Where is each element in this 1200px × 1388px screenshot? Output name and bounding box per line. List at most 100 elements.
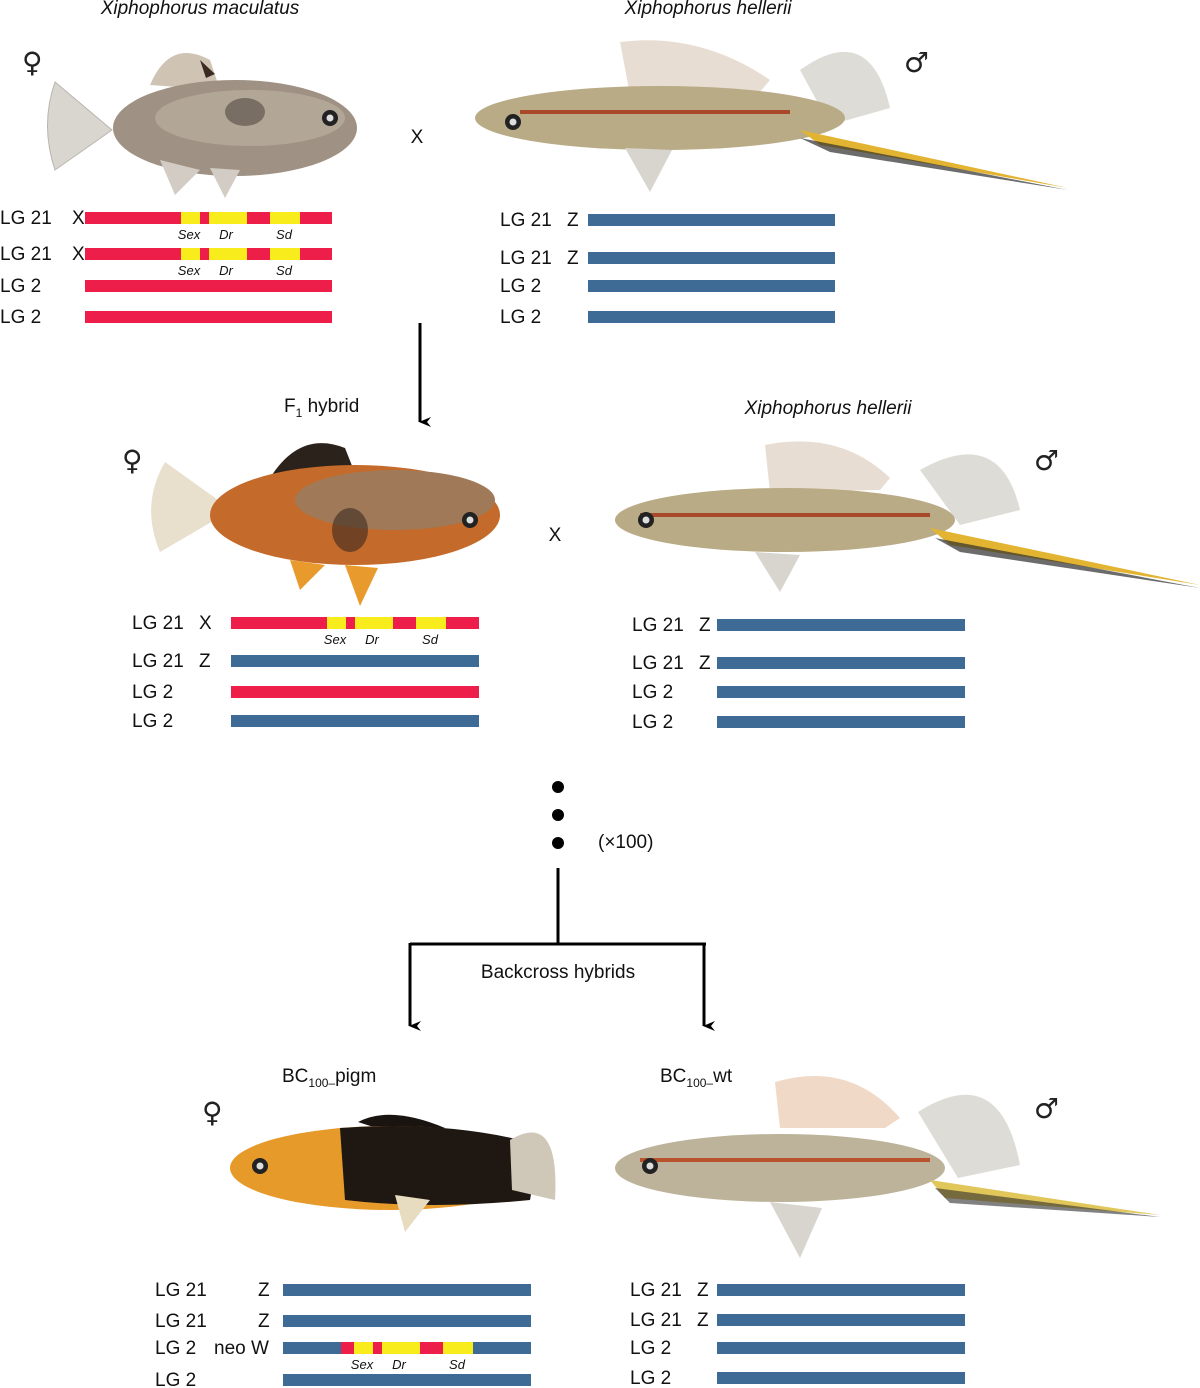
f1-title: F1 hybrid: [284, 396, 359, 420]
chromosome-bar: [717, 657, 965, 669]
chromosome-bar: [717, 619, 965, 631]
swordtail-icon: [475, 40, 1068, 192]
sex-locus-segment: [443, 1342, 473, 1354]
chromosome-label: LG 21: [630, 1280, 682, 1301]
gene-label: Sex: [324, 632, 347, 647]
chromosome-label: LG 2: [132, 682, 173, 703]
chromosome-row: LG 2: [155, 1370, 531, 1388]
chromosome-label: LG 21: [500, 210, 552, 231]
chromosome-row: LG 2: [630, 1338, 965, 1359]
sex-locus-segment: [354, 1342, 373, 1354]
chromosome-label: LG 21: [155, 1280, 207, 1301]
chromosome-bar: [588, 280, 835, 292]
chromosome-bar: [283, 1374, 531, 1386]
swordtail-icon: [615, 1075, 1160, 1258]
chromosome-bar: [717, 1284, 965, 1296]
chromosome-label: LG 21: [632, 615, 684, 636]
chromosome-label: LG 21: [132, 613, 184, 634]
gene-label: Sex: [178, 263, 201, 278]
chromosome-bar: [231, 715, 479, 727]
gene-label: Sd: [422, 632, 439, 647]
hybrid-platyfish-icon: [151, 443, 500, 606]
species-title-hellerii-p: Xiphophorus hellerii: [624, 0, 793, 19]
gene-label: Sd: [276, 263, 293, 278]
sex-locus-segment: [270, 212, 300, 224]
male-symbol: ♂: [1034, 1092, 1059, 1125]
chromosome-label: LG 2: [0, 307, 41, 328]
species-title-maculatus: Xiphophorus maculatus: [100, 0, 300, 19]
chromosome-label: LG 2: [630, 1368, 671, 1388]
sex-locus-segment: [270, 248, 300, 260]
chromosome-row: LG 21 Z: [630, 1280, 965, 1301]
chromosome-label: LG 2: [155, 1370, 196, 1388]
cross-symbol-p: X: [411, 127, 424, 148]
sex-locus-segment: [416, 617, 446, 629]
chromosome-label: LG 21: [0, 208, 52, 229]
sex-locus-segment: [181, 248, 200, 260]
platyfish-icon: [47, 52, 357, 198]
chromosome-label: LG 2: [500, 307, 541, 328]
repeat-dot: [552, 837, 564, 849]
chromosome-label: LG 21: [632, 653, 684, 674]
chromosome-row: LG 21 Z: [500, 210, 835, 231]
chromosome-bar: [717, 686, 965, 698]
sex-chromosome-label: Z: [697, 1310, 709, 1331]
sex-chromosome-label: neo W: [214, 1338, 269, 1359]
chromosome-label: LG 2: [630, 1338, 671, 1359]
swordtail-icon: [615, 441, 1200, 592]
sex-chromosome-label: Z: [567, 210, 579, 231]
chromosome-row: LG 2: [0, 276, 332, 297]
chromosome-label: LG 21: [132, 651, 184, 672]
chromosome-label: LG 2: [132, 711, 173, 732]
bc-pigm-title: BC100–pigm: [282, 1066, 376, 1090]
chromosome-label: LG 21: [630, 1310, 682, 1331]
gene-label: Dr: [219, 263, 233, 278]
chromosome-row: LG 2: [500, 307, 835, 328]
repeat-dot: [552, 781, 564, 793]
chromosome-row: LG 2: [132, 711, 479, 732]
cross-symbol-f1: X: [549, 525, 562, 546]
chromosome-label: LG 2: [632, 682, 673, 703]
repeat-label: (×100): [598, 832, 653, 853]
chromosome-bar: [717, 1342, 965, 1354]
sex-locus-segment: [209, 212, 247, 224]
sex-locus-segment: [181, 212, 200, 224]
chromosome-label: LG 2: [0, 276, 41, 297]
chromosome-bar: [588, 214, 835, 226]
chromosome-label: LG 2: [500, 276, 541, 297]
sex-chromosome-label: Z: [697, 1280, 709, 1301]
chromosome-bar: [717, 1372, 965, 1384]
gene-label: Sex: [178, 227, 201, 242]
chromosome-label: LG 21: [155, 1311, 207, 1332]
sex-locus-segment: [355, 617, 393, 629]
chromosome-row: LG 21 Z: [155, 1311, 531, 1332]
sex-chromosome-label: X: [72, 208, 85, 229]
backcross-branch-arrows: [408, 868, 715, 1031]
gene-label: Dr: [392, 1357, 406, 1372]
sex-chromosome-label: Z: [258, 1311, 270, 1332]
gene-label: Sd: [276, 227, 293, 242]
chromosome-bar: [231, 686, 479, 698]
sex-chromosome-label: X: [72, 244, 85, 265]
sex-chromosome-label: Z: [567, 248, 579, 269]
chromosome-row: LG 21 Z: [632, 615, 965, 636]
backcross-label: Backcross hybrids: [481, 962, 635, 983]
chromosome-bar: [283, 1284, 531, 1296]
chromosome-bar: [588, 311, 835, 323]
sex-chromosome-label: X: [199, 613, 212, 634]
sex-chromosome-label: Z: [699, 615, 711, 636]
chromosome-bar: [588, 252, 835, 264]
gene-label: Sex: [351, 1357, 374, 1372]
